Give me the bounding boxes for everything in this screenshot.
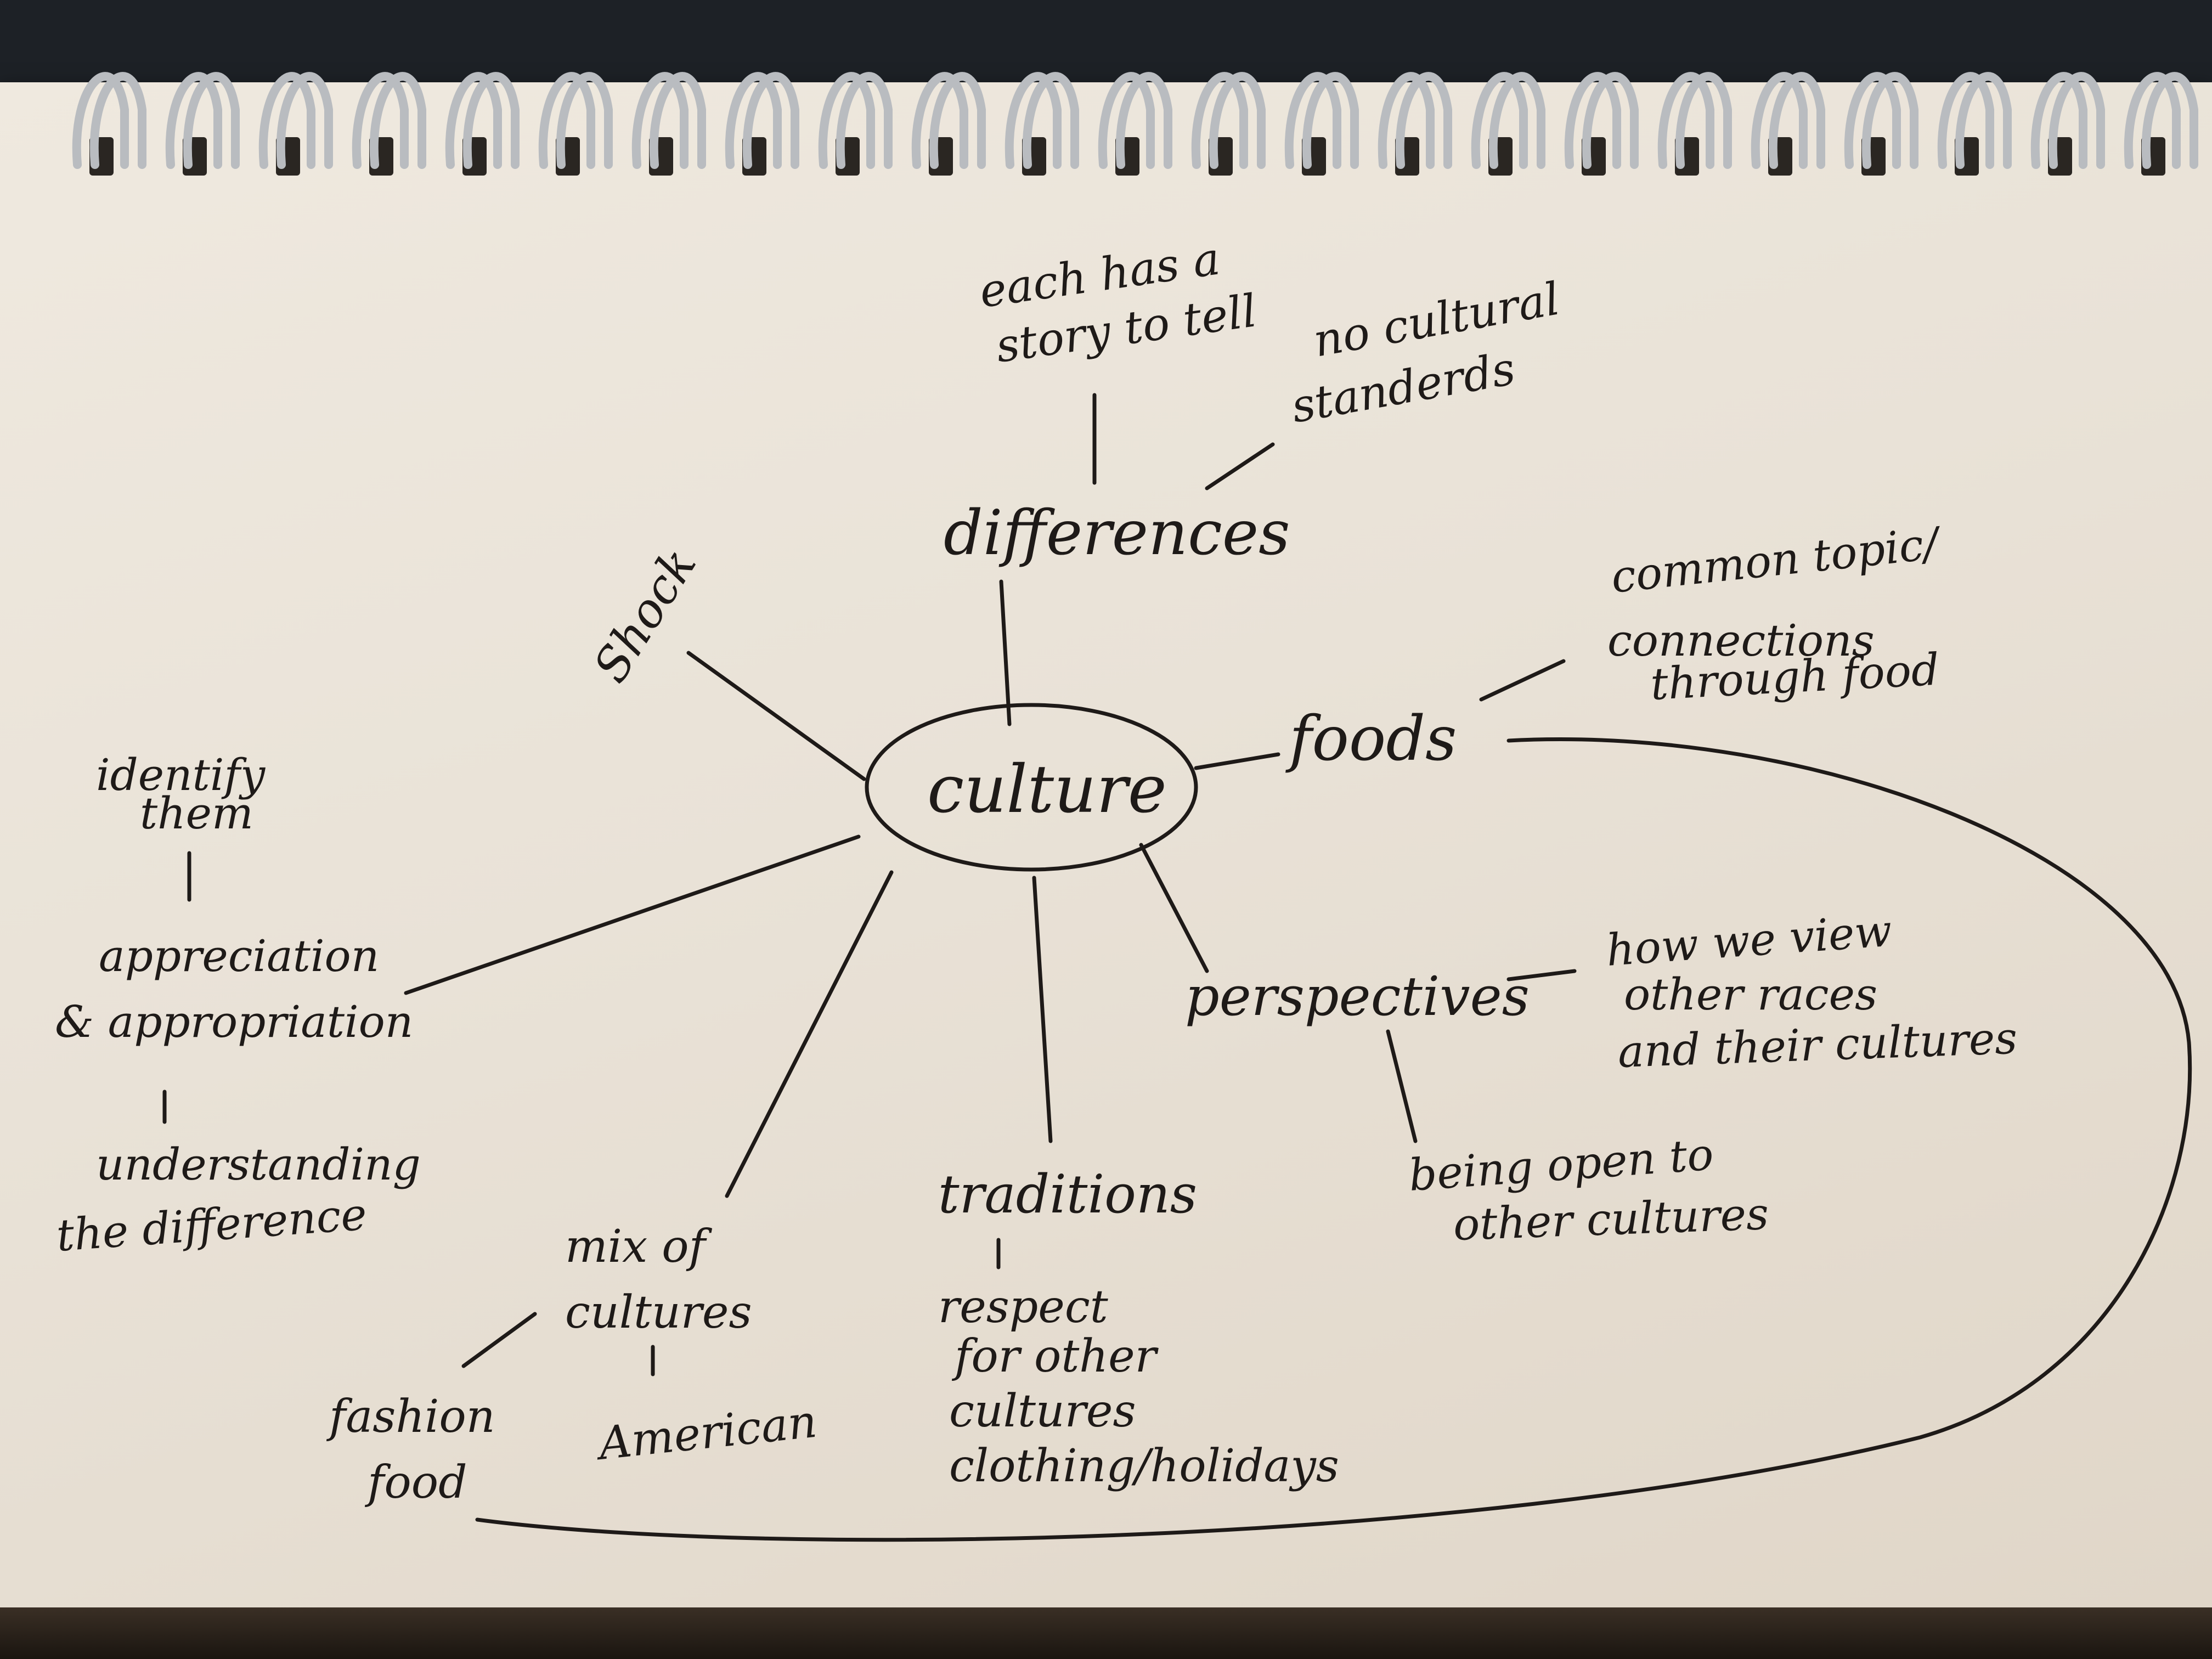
sketchbook-page: [0, 82, 2212, 1618]
spiral-ring: [1768, 72, 1825, 169]
line-mix-fashion: [461, 1312, 537, 1368]
spiral-ring: [352, 72, 409, 169]
spiral-ring: [2048, 72, 2105, 169]
spiral-ring: [538, 72, 595, 169]
line-perspectives-view: [1506, 969, 1577, 981]
traditions-note-2: for other: [951, 1330, 1159, 1383]
traditions-note-1: respect: [938, 1281, 1109, 1333]
spiral-ring: [1937, 72, 1994, 169]
traditions-note-3: cultures: [949, 1385, 1136, 1437]
perspectives-note-1: how we view: [1605, 905, 1894, 976]
spiral-ring: [1115, 72, 1172, 169]
spiral-ring: [836, 72, 893, 169]
spiral-ring: [2124, 72, 2181, 169]
line-traditions: [1032, 876, 1053, 1143]
branch-mix-label-1: mix of: [565, 1221, 713, 1273]
branch-shock-label: Shock: [583, 539, 707, 692]
spiral-ring: [1284, 72, 1341, 169]
foods-note-1: common topic/: [1609, 517, 1944, 603]
line-perspectives: [1139, 843, 1209, 973]
spiral-ring: [1751, 72, 1808, 169]
spiral-ring: [183, 72, 240, 169]
spiral-ring: [258, 72, 315, 169]
spiral-ring: [1302, 72, 1359, 169]
spiral-ring: [1675, 72, 1732, 169]
spiral-ring: [929, 72, 986, 169]
loop-foods-to-fashion-food: [475, 737, 2192, 1542]
traditions-note-4: clothing/holidays: [949, 1440, 1339, 1492]
differences-note-3: no cultural: [1310, 273, 1564, 367]
appreciation-note-identify: identify: [96, 749, 266, 800]
spiral-ring: [818, 72, 875, 169]
perspectives-note-5: other cultures: [1452, 1188, 1769, 1250]
spiral-ring: [445, 72, 502, 169]
sketchbook-cover-edge: [0, 1607, 2212, 1659]
mix-note-american: American: [592, 1396, 819, 1471]
spiral-ring: [165, 72, 222, 169]
spiral-ring: [1395, 72, 1452, 169]
connector-lines: [162, 393, 2192, 1542]
spiral-ring: [1022, 72, 1079, 169]
branch-appreciation-label-1: appreciation: [99, 930, 379, 981]
spiral-ring: [1861, 72, 1918, 169]
appreciation-note-understanding: understanding: [96, 1139, 421, 1190]
branch-mix-label-2: cultures: [565, 1286, 752, 1339]
spiral-ring: [1378, 72, 1435, 169]
perspectives-note-4: being open to: [1407, 1128, 1715, 1201]
mix-note-fashion: fashion: [326, 1391, 495, 1443]
perspectives-note-2: other races: [1624, 969, 1877, 1020]
branch-appreciation-label-2: & appropriation: [55, 996, 413, 1047]
spiral-ring: [2141, 72, 2198, 169]
spiral-ring: [1191, 72, 1248, 169]
line-appreciation: [404, 834, 861, 995]
branch-traditions-label: traditions: [938, 1164, 1197, 1225]
line-foods-note: [1479, 659, 1566, 702]
spiral-ring: [2030, 72, 2087, 169]
line-shock: [686, 651, 866, 781]
appreciation-note-them: them: [140, 788, 253, 839]
line-foods: [1194, 752, 1280, 770]
line-perspectives-open: [1386, 1029, 1418, 1143]
spiral-ring: [369, 72, 426, 169]
branch-differences-label: differences: [944, 498, 1290, 569]
spiral-ring: [89, 72, 146, 169]
line-mix: [725, 870, 894, 1198]
spiral-ring: [631, 72, 689, 169]
spiral-ring: [1488, 72, 1545, 169]
line-differences: [999, 579, 1012, 726]
mix-note-food: food: [364, 1457, 467, 1509]
foods-note-2: connections: [1607, 615, 1875, 666]
spiral-ring: [1657, 72, 1714, 169]
spiral-ring: [1564, 72, 1621, 169]
branch-perspectives-label: perspectives: [1185, 966, 1530, 1028]
spiral-ring: [725, 72, 782, 169]
appreciation-note-difference: the difference: [55, 1189, 369, 1261]
spiral-ring: [1005, 72, 1062, 169]
perspectives-note-3: and their cultures: [1617, 1013, 2018, 1077]
line-differences-standards: [1205, 442, 1275, 490]
spiral-ring: [1209, 72, 1266, 169]
spiral-ring: [1471, 72, 1528, 169]
spiral-ring: [1955, 72, 2012, 169]
spiral-binding: [72, 72, 2198, 176]
spiral-ring: [1582, 72, 1639, 169]
center-label: culture: [927, 752, 1167, 828]
branch-foods-label: foods: [1285, 703, 1457, 775]
spiral-ring: [649, 72, 706, 169]
spiral-ring: [1844, 72, 1901, 169]
spiral-ring: [911, 72, 968, 169]
spiral-ring: [1098, 72, 1155, 169]
spiral-ring: [462, 72, 520, 169]
spiral-ring: [72, 72, 129, 169]
spiral-ring: [742, 72, 799, 169]
spiral-ring: [276, 72, 333, 169]
spiral-ring: [556, 72, 613, 169]
center-ellipse: [865, 703, 1198, 872]
